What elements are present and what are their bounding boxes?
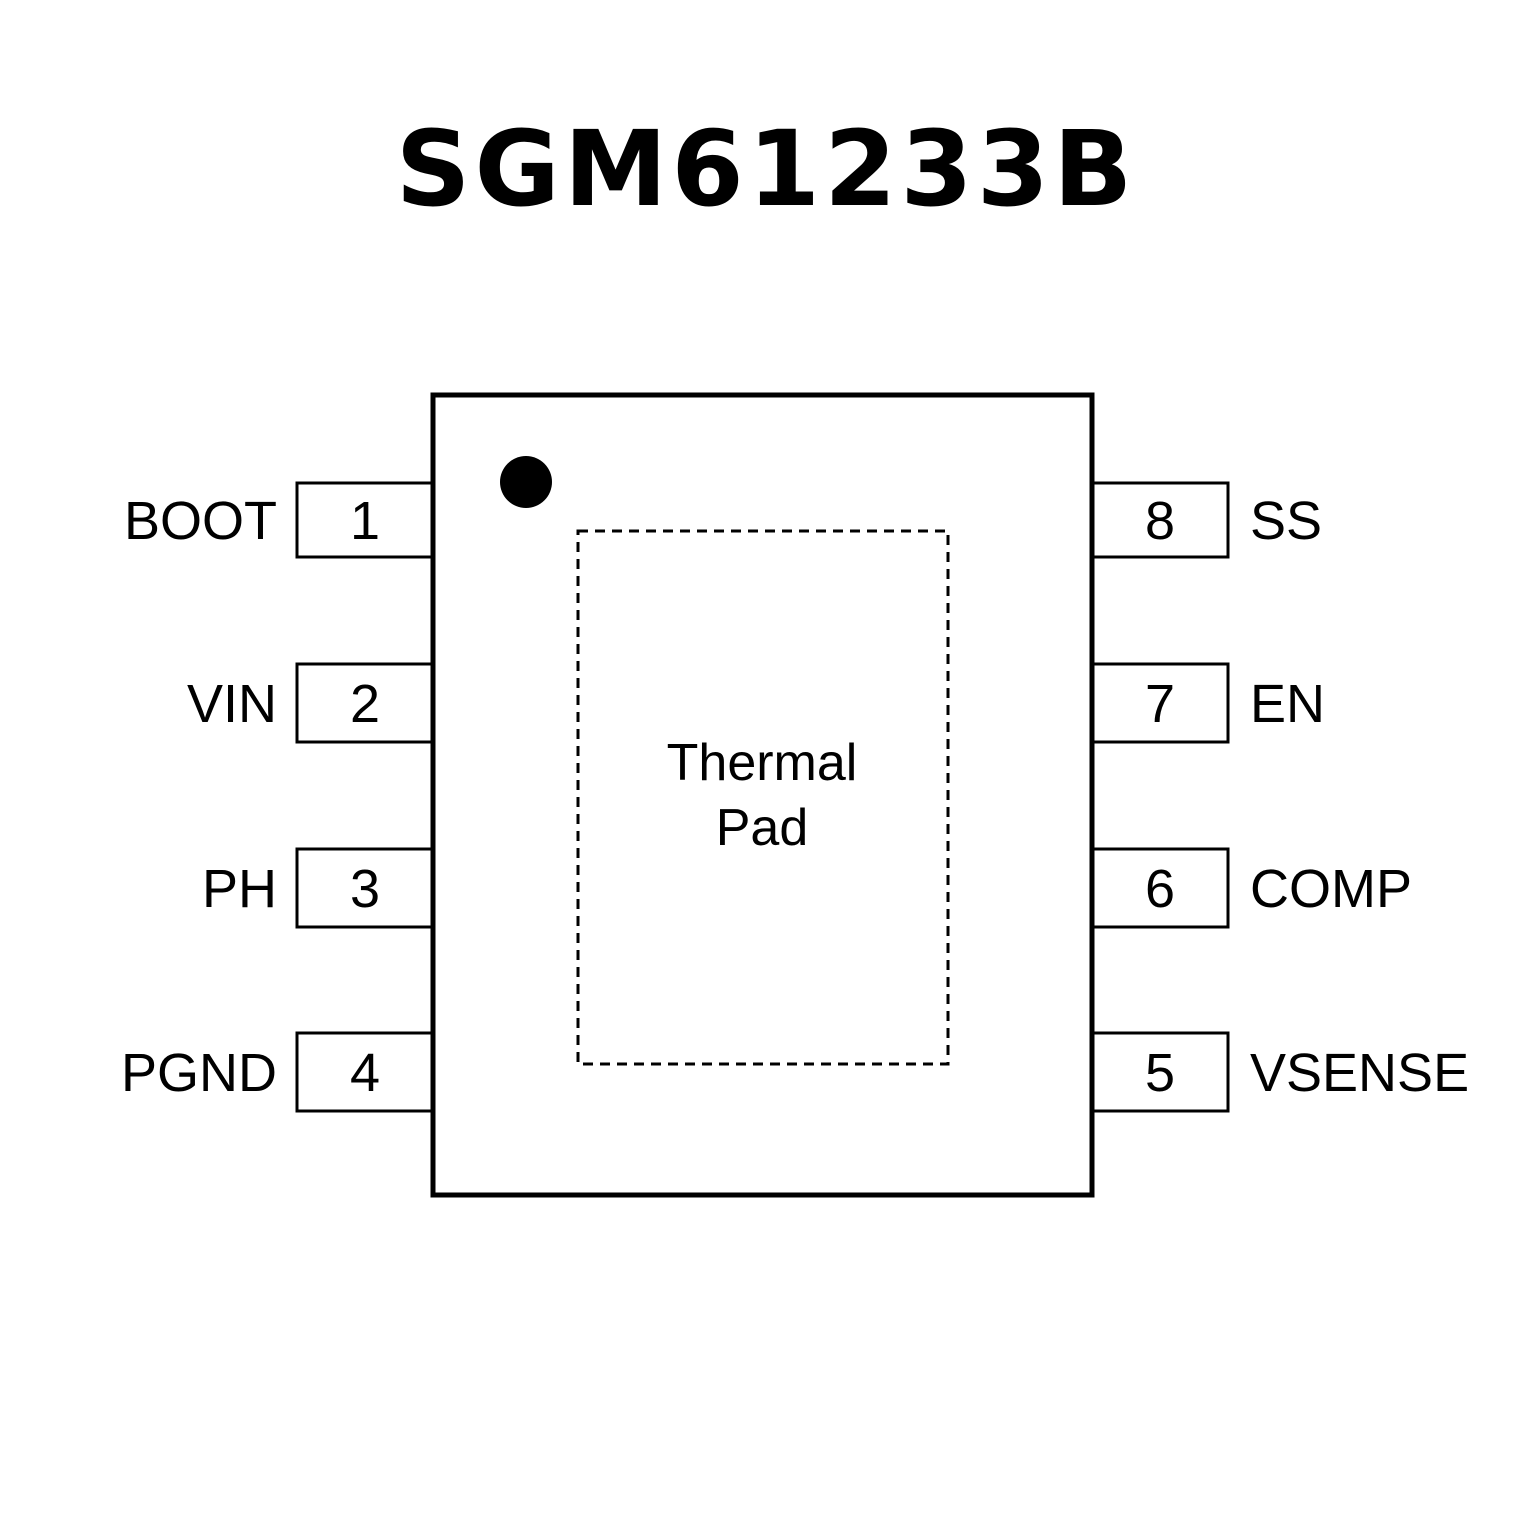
pin-6-number: 6 — [1145, 859, 1175, 919]
chip-title: SGM61233B — [396, 108, 1137, 230]
pin-7-name: EN — [1250, 674, 1325, 734]
pin-7-box — [1090, 662, 1230, 744]
pin-3-box — [295, 847, 435, 929]
pin-2-box — [295, 662, 435, 744]
pin1-marker-dot — [500, 456, 552, 508]
pin-6-box — [1090, 847, 1230, 929]
pin-1-number: 1 — [350, 491, 380, 551]
pin-4-box — [295, 1031, 435, 1113]
pin-5-box — [1090, 1031, 1230, 1113]
chip-body — [430, 392, 1095, 1198]
pin-1-box — [295, 481, 435, 559]
pin-2-name: VIN — [187, 674, 277, 734]
pin-6-name: COMP — [1250, 859, 1412, 919]
pin-7-number: 7 — [1145, 674, 1175, 734]
pin-1-name: BOOT — [124, 491, 277, 551]
thermal-pad-label-line2: Pad — [716, 799, 809, 857]
pin-4-name: PGND — [121, 1043, 277, 1103]
pin-5-number: 5 — [1145, 1043, 1175, 1103]
pin-5-name: VSENSE — [1250, 1043, 1469, 1103]
pin-3-number: 3 — [350, 859, 380, 919]
thermal-pad-label-line1: Thermal — [667, 734, 858, 792]
pin-3-name: PH — [202, 859, 277, 919]
thermal-pad-outline — [576, 529, 950, 1066]
pin-8-name: SS — [1250, 491, 1322, 551]
pin-4-number: 4 — [350, 1043, 380, 1103]
pin-8-box — [1090, 481, 1230, 559]
pin-2-number: 2 — [350, 674, 380, 734]
pin-8-number: 8 — [1145, 491, 1175, 551]
